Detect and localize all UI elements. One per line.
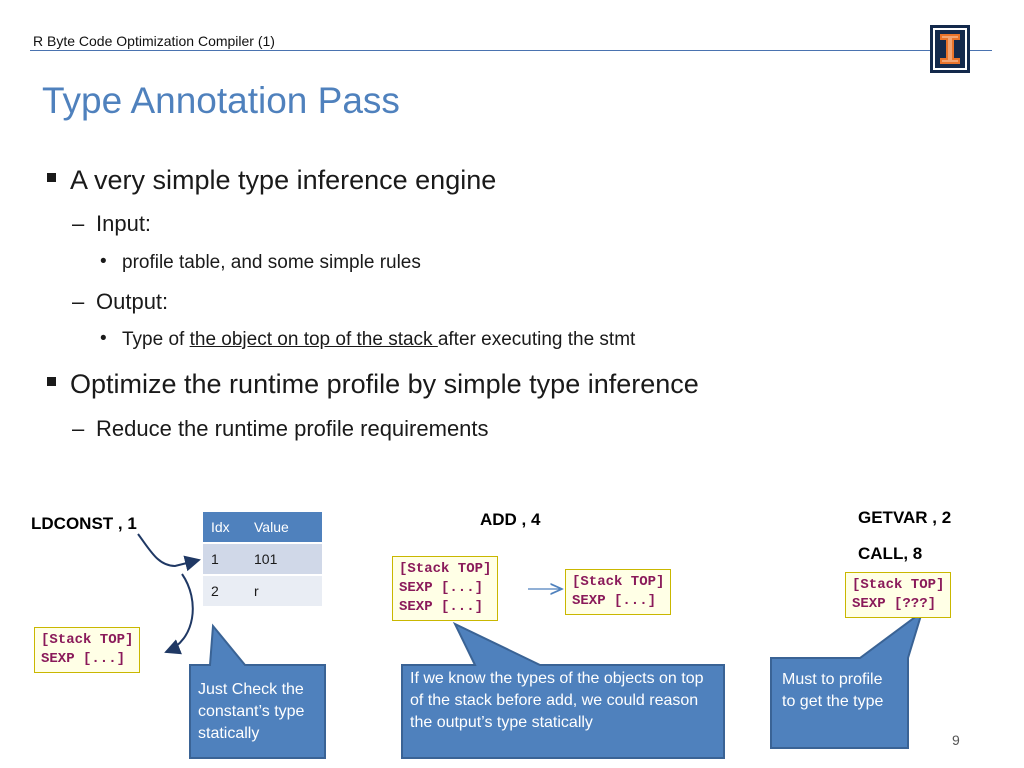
table-cell: r xyxy=(246,574,322,606)
add-stack-input-box: [Stack TOP] SEXP [...] SEXP [...] xyxy=(392,556,499,621)
bullet-square-icon xyxy=(47,377,56,386)
table-cell: 101 xyxy=(246,542,322,575)
profile-table: Idx Value 1 101 2 r xyxy=(203,512,322,606)
callout-profile-shape xyxy=(770,609,924,749)
dash-marker: – xyxy=(72,416,85,441)
table-cell: 1 xyxy=(203,542,246,575)
ldconst-to-table-arrow xyxy=(137,533,201,572)
callout-add-text: If we know the types of the objects on t… xyxy=(410,670,704,731)
add-stack-output-box: [Stack TOP] SEXP [...] xyxy=(565,569,672,615)
table-header-idx: Idx xyxy=(203,512,246,543)
bullet-1-input-detail: profile table, and some simple rules xyxy=(122,252,421,273)
university-logo-icon xyxy=(930,25,970,73)
callout-add-shape xyxy=(401,621,725,759)
bullet-1-output-detail: Type of the object on top of the stack a… xyxy=(122,329,635,351)
callout-profile-text: Must to profile to get the type xyxy=(782,671,884,710)
bullet-2-sub: Reduce the runtime profile requirements xyxy=(96,416,489,441)
deck-title: R Byte Code Optimization Compiler (1) xyxy=(33,33,275,49)
dot-marker: • xyxy=(100,328,107,349)
table-cell: 2 xyxy=(203,574,246,606)
add-instruction: ADD , 4 xyxy=(480,510,541,529)
output-detail-pre: Type of xyxy=(122,329,190,350)
call-instruction: CALL, 8 xyxy=(858,544,923,563)
table-row: 1 101 xyxy=(203,542,322,575)
bullet-1: A very simple type inference engine xyxy=(70,165,497,195)
table-row: 2 r xyxy=(203,574,322,606)
dash-marker: – xyxy=(72,289,85,314)
callout-constant-text: Just Check the constant’s type staticall… xyxy=(198,681,305,742)
table-header-value: Value xyxy=(246,512,322,543)
ldconst-instruction: LDCONST , 1 xyxy=(31,514,137,533)
ldconst-stack-box: [Stack TOP] SEXP [...] xyxy=(34,627,141,673)
header-rule xyxy=(30,50,992,51)
bullet-1-output: Output: xyxy=(96,289,169,314)
page-number: 9 xyxy=(952,732,960,748)
slide-title: Type Annotation Pass xyxy=(42,80,400,121)
dot-marker: • xyxy=(100,251,107,272)
getvar-instruction: GETVAR , 2 xyxy=(858,508,952,527)
callout-constant-shape xyxy=(189,623,326,759)
table-to-stack-arrow xyxy=(164,573,194,655)
dash-marker: – xyxy=(72,211,85,236)
bullet-square-icon xyxy=(47,173,56,182)
output-detail-post: after executing the stmt xyxy=(437,329,636,350)
bullet-2: Optimize the runtime profile by simple t… xyxy=(70,369,699,399)
getvar-stack-box: [Stack TOP] SEXP [???] xyxy=(845,572,952,618)
bullet-1-input: Input: xyxy=(96,211,152,236)
output-detail-underlined: the object on top of the stack xyxy=(189,329,438,350)
